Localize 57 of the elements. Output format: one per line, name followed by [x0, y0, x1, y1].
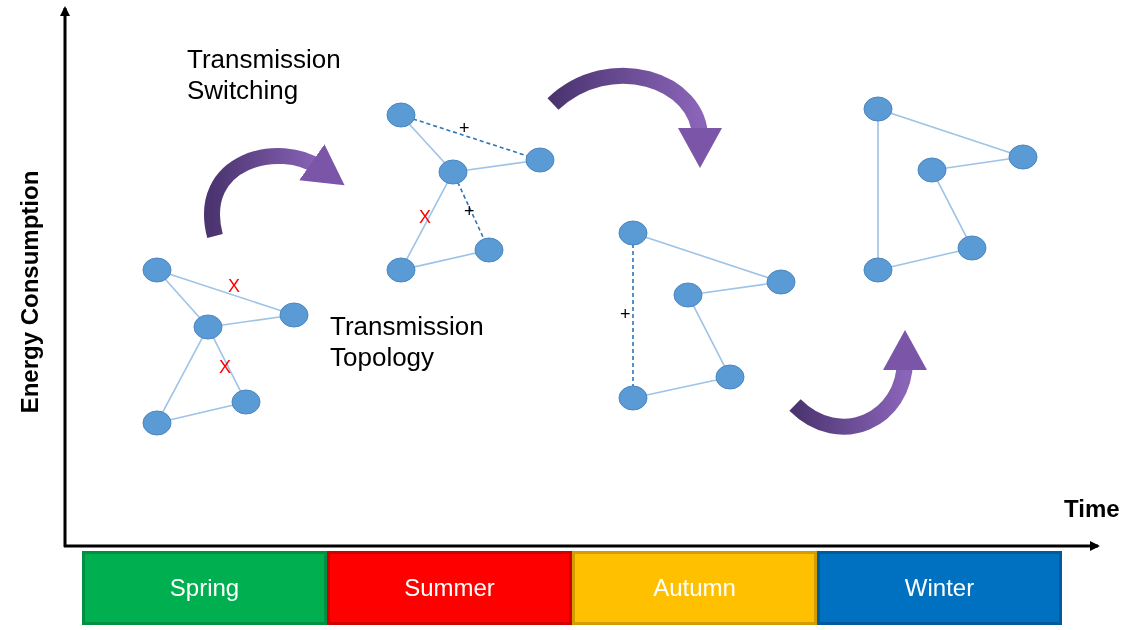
network-line: [644, 236, 770, 279]
plus-mark: +: [459, 118, 470, 140]
season-band: [817, 551, 1062, 625]
plus-mark: +: [620, 304, 631, 326]
season-label: Spring: [169, 574, 240, 602]
network-node: [863, 257, 893, 283]
network-node: [142, 257, 172, 283]
network-line: [889, 250, 961, 268]
season-label: Autumn: [653, 574, 736, 602]
cross-mark: X: [419, 207, 431, 229]
cross-mark: X: [219, 357, 231, 379]
dashed-line: [632, 243, 634, 388]
network-node: [279, 302, 309, 328]
network-line: [944, 158, 1011, 169]
season-label: Winter: [904, 574, 975, 602]
network-node: [386, 257, 416, 283]
season-band: [572, 551, 817, 625]
network-node: [673, 282, 703, 308]
axis-title: Energy Consumption: [15, 170, 44, 414]
network-node: [474, 237, 504, 263]
network-node: [957, 235, 987, 261]
network-line: [465, 160, 528, 172]
network-line: [700, 283, 769, 294]
axis-title: Time: [1064, 495, 1120, 524]
network-line: [877, 119, 879, 260]
annotation-text: Transmission Topology: [330, 311, 485, 374]
annotation-text: Transmission Switching: [187, 44, 342, 107]
network-line: [936, 179, 968, 239]
network-line: [161, 336, 204, 414]
cross-mark: X: [228, 276, 240, 298]
network-node: [618, 220, 648, 246]
network-node: [142, 410, 172, 436]
network-line: [164, 277, 201, 320]
network-line: [889, 112, 1012, 154]
network-line: [212, 336, 242, 393]
network-node: [917, 157, 947, 183]
network-line: [692, 304, 726, 368]
network-node: [618, 385, 648, 411]
network-node: [231, 389, 261, 415]
network-node: [863, 96, 893, 122]
season-label: Summer: [404, 574, 495, 602]
season-band: [327, 551, 572, 625]
network-node: [715, 364, 745, 390]
season-band: [82, 551, 327, 625]
network-line: [220, 316, 282, 326]
network-node: [438, 159, 468, 185]
network-node: [1008, 144, 1038, 170]
network-line: [168, 273, 283, 312]
network-node: [525, 147, 555, 173]
network-line: [408, 122, 446, 165]
network-node: [193, 314, 223, 340]
network-line: [412, 252, 478, 268]
network-node: [766, 269, 796, 295]
network-line: [168, 404, 235, 421]
network-node: [386, 102, 416, 128]
plus-mark: +: [464, 201, 475, 223]
network-line: [405, 181, 449, 261]
